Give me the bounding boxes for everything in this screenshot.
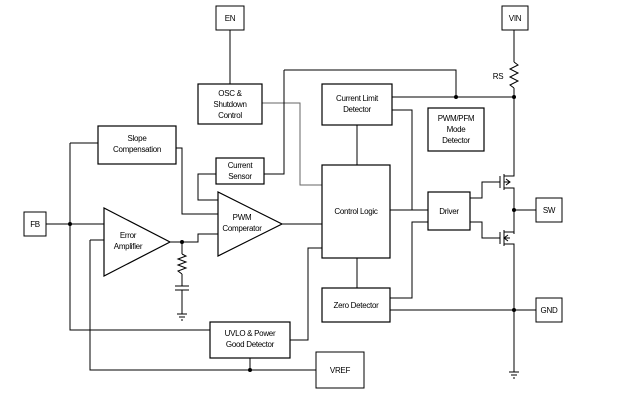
fb-pin-label: FB bbox=[30, 220, 40, 229]
zero-detector-block bbox=[321, 287, 391, 323]
pwm-pfm-label-line3: Detector bbox=[442, 136, 470, 145]
slope-label-line2: Compensation bbox=[113, 145, 161, 154]
compensation-capacitor bbox=[175, 285, 189, 291]
zero-detector-label: Zero Detector bbox=[333, 301, 379, 310]
high-side-mosfet bbox=[499, 168, 515, 190]
slope-compensation-block bbox=[97, 125, 177, 165]
driver-label: Driver bbox=[439, 207, 459, 216]
current-limit-label-line1: Current Limit bbox=[336, 94, 379, 103]
error-amp-label-line2: Amplifier bbox=[114, 242, 143, 251]
current-sensor-block bbox=[215, 157, 265, 185]
vin-pin-label: VIN bbox=[509, 14, 522, 23]
sw-pin-label: SW bbox=[543, 206, 556, 215]
current-limit-label-line2: Detector bbox=[343, 105, 371, 114]
uvlo-label-line2: Good Detector bbox=[226, 340, 275, 349]
current-sensor-label-line1: Current bbox=[228, 161, 254, 170]
vref-pin-box bbox=[315, 351, 365, 389]
pwm-pfm-label-line1: PWM/PFM bbox=[438, 114, 475, 123]
pwm-pfm-label-line2: Mode bbox=[447, 125, 467, 134]
uvlo-power-good-detector-block bbox=[209, 321, 291, 359]
osc-label-line2: Shutdown bbox=[213, 100, 246, 109]
low-side-mosfet bbox=[499, 230, 515, 252]
error-amplifier-triangle bbox=[103, 207, 172, 277]
control-logic-label: Control Logic bbox=[334, 207, 378, 216]
en-pin-box bbox=[215, 5, 245, 31]
compensation-resistor bbox=[176, 253, 188, 275]
junction-dots bbox=[68, 95, 516, 372]
sw-pin-box bbox=[535, 197, 563, 223]
en-pin-label: EN bbox=[225, 14, 236, 23]
control-logic-block bbox=[321, 164, 391, 259]
wires bbox=[46, 30, 536, 372]
osc-shutdown-control-block bbox=[197, 83, 263, 125]
uvlo-label-line1: UVLO & Power bbox=[225, 329, 276, 338]
osc-label-line3: Control bbox=[218, 111, 242, 120]
gnd-pin-label: GND bbox=[541, 306, 558, 315]
pwm-comp-label-line2: Comperator bbox=[222, 224, 262, 233]
ground-symbol-power bbox=[509, 371, 519, 379]
rs-label: RS bbox=[493, 72, 504, 81]
pwm-comp-label-line1: PWM bbox=[233, 213, 252, 222]
vref-pin-label: VREF bbox=[330, 366, 351, 375]
gnd-pin-box bbox=[535, 297, 563, 323]
pwm-comparator-triangle bbox=[217, 191, 284, 257]
pwm-pfm-mode-detector-block bbox=[427, 107, 485, 152]
osc-label-line1: OSC & bbox=[218, 89, 242, 98]
error-amp-label-line1: Error bbox=[120, 231, 137, 240]
vin-pin-box bbox=[501, 5, 529, 31]
driver-block bbox=[427, 191, 471, 231]
fb-pin-box bbox=[23, 211, 47, 237]
rs-resistor bbox=[508, 61, 520, 89]
slope-label-line1: Slope bbox=[128, 134, 148, 143]
current-limit-detector-block bbox=[321, 83, 393, 126]
current-sensor-label-line2: Sensor bbox=[228, 172, 252, 181]
ground-symbol-comp bbox=[177, 313, 187, 321]
